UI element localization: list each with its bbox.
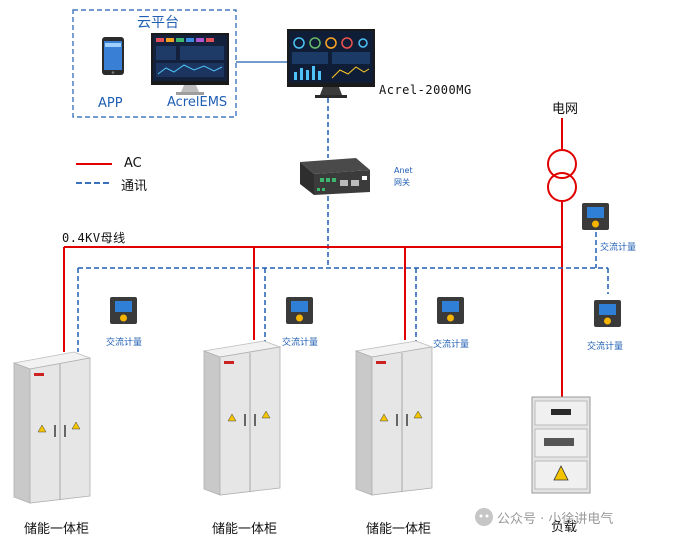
wechat-icon bbox=[475, 508, 493, 526]
server-label: Acrel-2000MG bbox=[379, 83, 472, 97]
watermark-text: 公众号 · 小徐讲电气 bbox=[497, 512, 614, 527]
app-label: APP bbox=[98, 96, 123, 111]
legend-ac-label: AC bbox=[124, 156, 142, 171]
gateway-label-line2: 网关 bbox=[394, 178, 410, 187]
cloud-platform-title: 云平台 bbox=[137, 15, 179, 31]
meter-icon bbox=[437, 297, 464, 324]
meter-icon bbox=[594, 300, 621, 327]
meter-label-3: 交流计量 bbox=[433, 340, 470, 350]
gateway-icon bbox=[300, 158, 370, 195]
meter-label-1: 交流计量 bbox=[106, 338, 143, 348]
load-label: 负载 bbox=[551, 520, 578, 535]
cabinet-label-2: 储能一体柜 bbox=[212, 522, 278, 537]
transformer-icon bbox=[547, 149, 577, 202]
legend-comm-label: 通讯 bbox=[121, 179, 148, 194]
meter-label-grid: 交流计量 bbox=[600, 243, 637, 253]
grid-label: 电网 bbox=[552, 102, 579, 117]
cabinet-label-1: 储能一体柜 bbox=[24, 522, 90, 537]
meter-icon bbox=[582, 203, 609, 230]
cabinet-icon bbox=[12, 351, 92, 504]
meter-label-2: 交流计量 bbox=[282, 338, 319, 348]
bus-label: 0.4KV母线 bbox=[62, 231, 126, 245]
cabinet-icon bbox=[202, 340, 282, 496]
gateway-label-line1: Anet bbox=[394, 166, 413, 175]
monitor-icon bbox=[151, 33, 229, 95]
meter-icon bbox=[110, 297, 137, 324]
meter-icon bbox=[286, 297, 313, 324]
phone-icon bbox=[102, 37, 124, 75]
meter-label-4: 交流计量 bbox=[587, 342, 624, 352]
cabinet-icon bbox=[354, 340, 434, 496]
server-monitor-icon bbox=[287, 29, 375, 98]
cloud-platform-box bbox=[72, 9, 237, 118]
cabinet-label-3: 储能一体柜 bbox=[366, 522, 432, 537]
acrelems-label: AcrelEMS bbox=[167, 95, 228, 110]
load-cabinet-icon bbox=[531, 396, 591, 494]
